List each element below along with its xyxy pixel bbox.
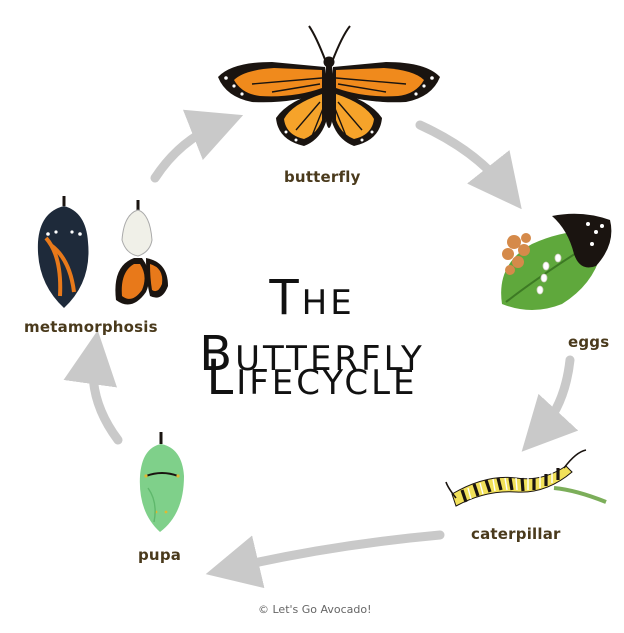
arrow-butterfly-to-eggs xyxy=(415,120,522,210)
metamorphosis-illustration xyxy=(37,196,168,308)
arrow-eggs-to-caterpillar xyxy=(521,355,579,452)
eggs-illustration xyxy=(501,213,612,310)
pupa-illustration xyxy=(139,432,184,532)
diagram-title-line2: Lifecycle xyxy=(206,350,418,406)
label-metamorphosis: metamorphosis xyxy=(24,318,158,336)
arrow-caterpillar-to-pupa xyxy=(205,530,445,589)
diagram-title-line1: The Butterfly xyxy=(199,270,425,382)
label-pupa: pupa xyxy=(138,546,182,564)
label-caterpillar: caterpillar xyxy=(471,525,561,543)
label-butterfly: butterfly xyxy=(284,168,361,186)
arrow-metamorphosis-to-butterfly xyxy=(150,109,244,183)
credit-text: © Let's Go Avocado! xyxy=(258,603,372,616)
butterfly-illustration xyxy=(218,25,440,146)
label-eggs: eggs xyxy=(568,333,610,351)
arrow-pupa-to-metamorphosis xyxy=(63,330,123,445)
caterpillar-illustration xyxy=(445,449,607,507)
